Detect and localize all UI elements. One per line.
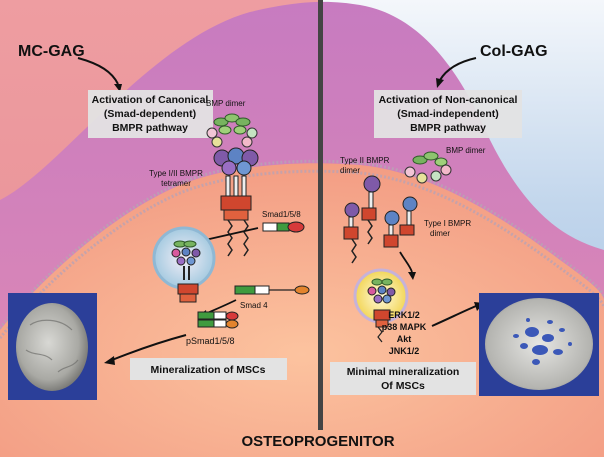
left-endosome-receptor-icon — [171, 240, 201, 266]
bottom-label: OSTEOPROGENITOR — [241, 433, 394, 450]
left-outcome-text: Mineralization of MSCs — [151, 364, 266, 376]
left-receptor-tetramer-icon — [213, 147, 259, 257]
kinase-p38: p38 MAPK — [382, 322, 427, 332]
type1-receptor-icon — [383, 196, 418, 248]
right-scaffold-image — [485, 298, 593, 390]
right-pathway-line-1: Activation of Non-canonical — [379, 94, 518, 106]
right-outcome-box — [330, 362, 476, 395]
smad4-protein-icon — [234, 285, 310, 295]
left-pathway-line-2: (Smad-dependent) — [104, 108, 196, 120]
right-outcome-line-1: Minimal mineralization — [347, 366, 460, 378]
left-endosome-tail-icon — [177, 266, 199, 303]
right-title-arrow — [439, 57, 477, 81]
left-bmp-dimer-label: BMP dimer — [206, 99, 246, 108]
left-scaffold-image — [16, 303, 88, 391]
kinase-jnk: JNK1/2 — [389, 346, 420, 356]
left-pathway-box — [88, 90, 213, 138]
right-bmp-dimer-label: BMP dimer — [446, 146, 486, 155]
type2-label-1: Type II BMPR — [340, 156, 390, 165]
kinase-arrow — [431, 305, 477, 327]
center-divider — [318, 0, 323, 430]
right-bmp-dimer-icon — [404, 151, 452, 184]
membrane-bilayer-inner — [0, 169, 604, 339]
type1-label-2: dimer — [430, 229, 450, 238]
smad158-label: Smad1/5/8 — [262, 210, 301, 219]
kinase-erk: ERK1/2 — [388, 310, 420, 320]
left-receptor-label-2: tetramer — [161, 179, 191, 188]
left-title: MC-GAG — [18, 43, 85, 60]
left-bmp-dimer-icon — [206, 113, 258, 148]
right-title: Col-GAG — [480, 43, 548, 60]
left-scaffold-texture — [25, 319, 79, 373]
left-pathway-line-1: Activation of Canonical — [92, 94, 209, 106]
type2-label-2: dimer — [340, 166, 360, 175]
right-pathway-box — [374, 90, 522, 138]
right-title-arrowhead — [436, 78, 444, 88]
right-endosome-receptor-icon — [367, 278, 396, 343]
psmad-arrow — [111, 334, 187, 361]
right-outcome-line-2: Of MSCs — [381, 380, 425, 392]
receptor-to-endosome-arrow — [399, 251, 413, 273]
smad4-label: Smad 4 — [240, 301, 268, 310]
type1-label-1: Type I BMPR — [424, 219, 471, 228]
membrane-bilayer-outer — [0, 159, 604, 329]
right-pathway-line-3: BMPR pathway — [410, 122, 486, 134]
right-scaffold-pores — [513, 318, 572, 365]
psmad-complex-icon — [197, 311, 239, 329]
left-outcome-box — [130, 358, 287, 380]
right-pathway-line-2: (Smad-independent) — [397, 108, 499, 120]
smad158-arrow — [204, 227, 259, 241]
left-title-arrow — [77, 57, 119, 85]
type2-receptor-icon — [343, 175, 381, 264]
psmad-arrowhead — [104, 356, 115, 365]
left-pathway-line-3: BMPR pathway — [112, 122, 188, 134]
kinase-akt: Akt — [397, 334, 412, 344]
psmad-label: pSmad1/5/8 — [186, 336, 235, 346]
smad158-protein-icon — [262, 221, 305, 233]
left-receptor-label-1: Type I/II BMPR — [149, 169, 203, 178]
receptor-to-endosome-arrowhead — [408, 272, 416, 280]
